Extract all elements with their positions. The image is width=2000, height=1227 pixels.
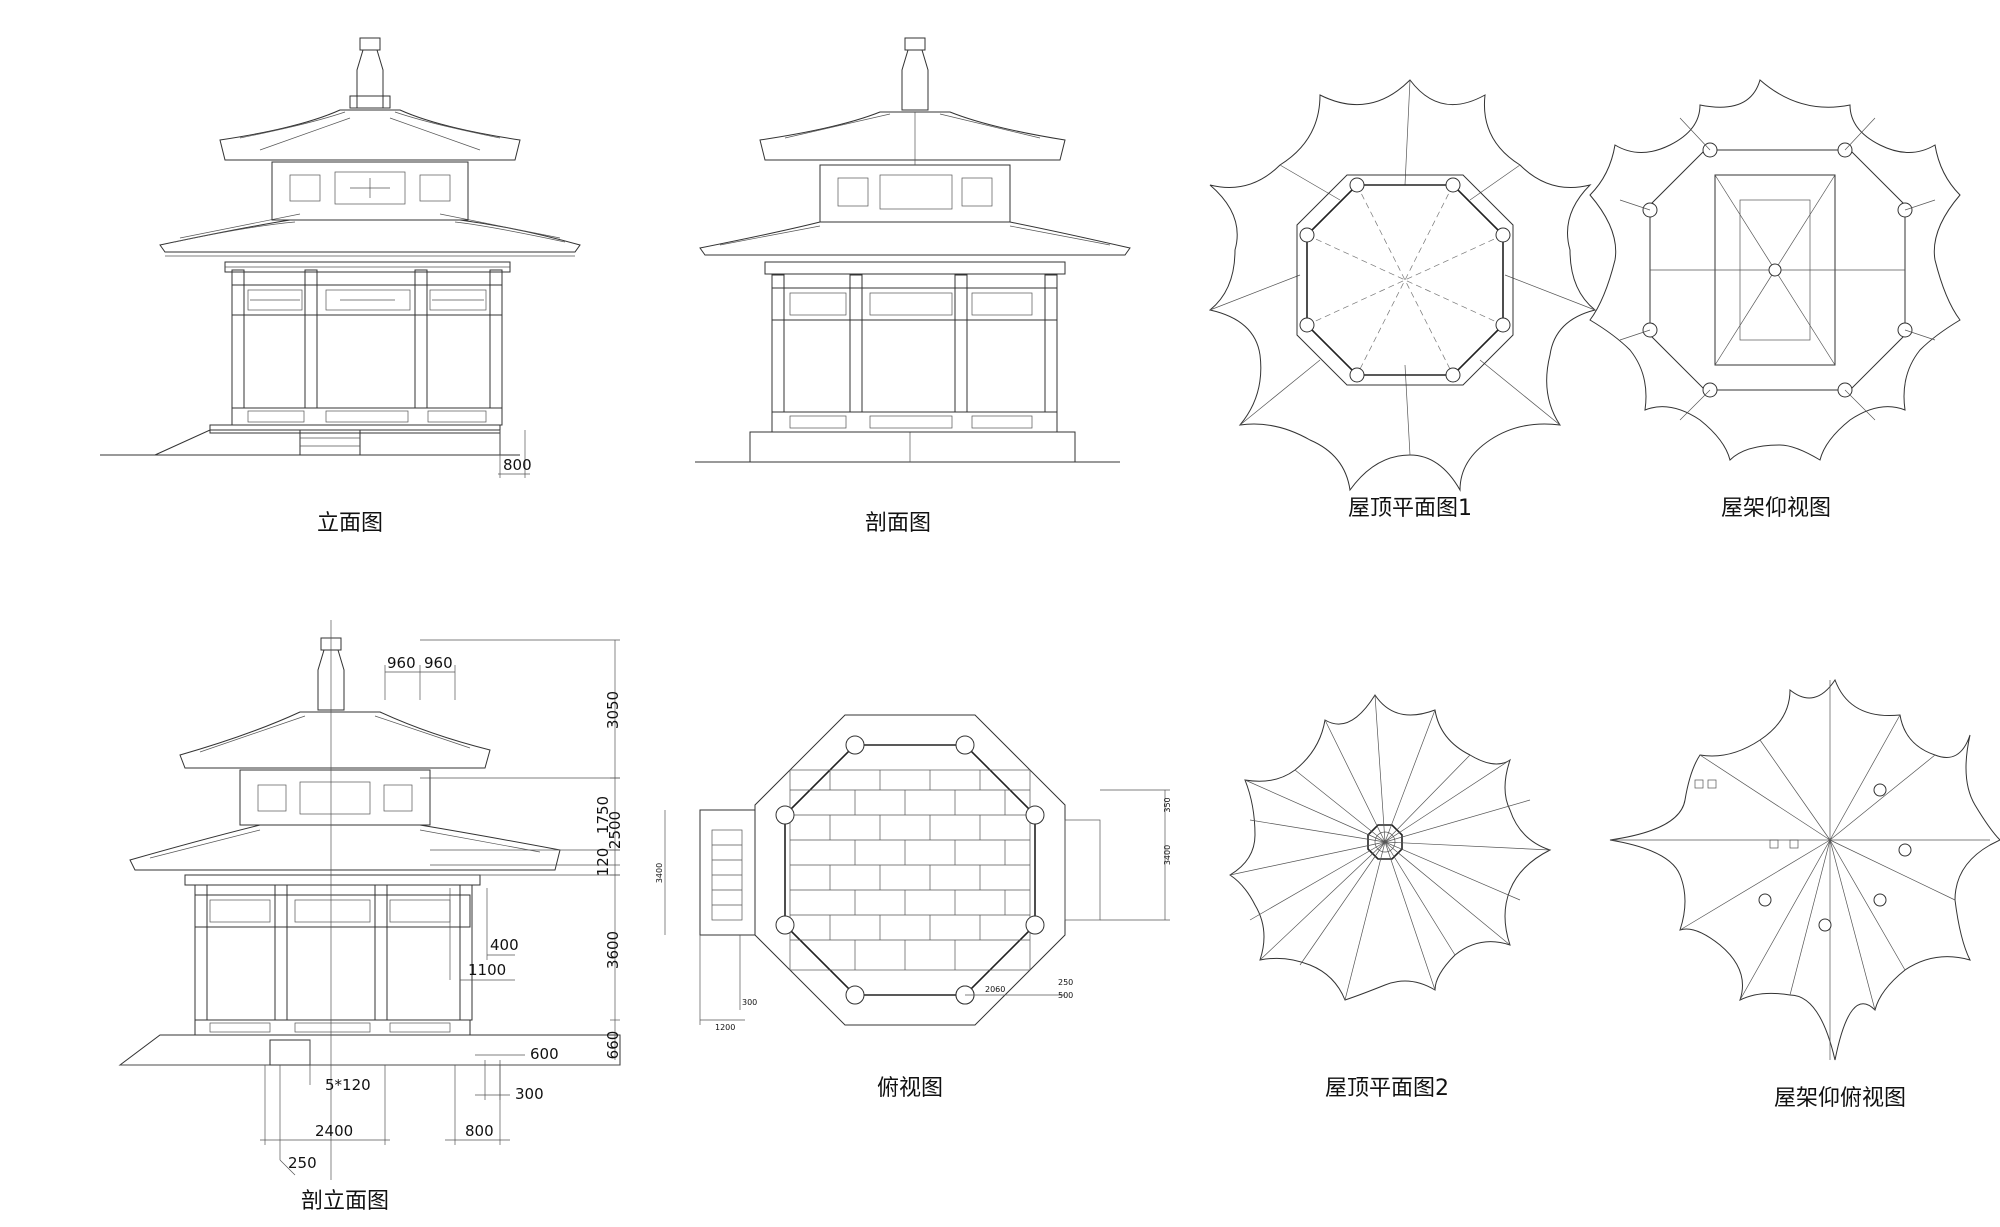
section-drawing [695, 37, 1131, 463]
tv-dim-500: 500 [1058, 991, 1073, 1000]
title-roof-plan-1: 屋顶平面图1 [1348, 496, 1472, 521]
tv-dim-3400-right: 3400 [1163, 845, 1172, 865]
tv-dim-300: 300 [742, 998, 757, 1007]
roof-plan-2-drawing [1229, 694, 1552, 1001]
title-roof-plan-2: 屋顶平面图2 [1325, 1076, 1449, 1101]
dim-3050: 3050 [604, 691, 622, 729]
dim-1100: 1100 [468, 961, 506, 979]
tv-dim-2060: 2060 [985, 985, 1005, 994]
dim-600: 600 [530, 1045, 559, 1063]
dim-960-b: 960 [424, 654, 453, 672]
dim-800: 800 [465, 1122, 494, 1140]
title-roof-frame-combined: 屋架仰俯视图 [1774, 1086, 1906, 1111]
dim-3600: 3600 [604, 931, 622, 969]
title-section-elevation: 剖立面图 [301, 1189, 389, 1214]
dim-400: 400 [490, 936, 519, 954]
dim-250: 250 [288, 1154, 317, 1172]
dim-660: 660 [604, 1031, 622, 1060]
title-section: 剖面图 [865, 511, 931, 536]
dim-2400: 2400 [315, 1122, 353, 1140]
tv-dim-3400-left: 3400 [655, 863, 664, 883]
tv-dim-350: 350 [1163, 797, 1172, 812]
elevation-drawing: 800 [100, 37, 581, 478]
dim-1750: 1750 [594, 796, 612, 834]
dim-960-a: 960 [387, 654, 416, 672]
section-elevation-drawing: 3050 1750 2500 120 3600 660 960 960 400 … [118, 620, 624, 1180]
tv-dim-1200: 1200 [715, 1023, 735, 1032]
roof-frame-bottom-drawing [1589, 79, 1961, 461]
top-view-drawing: 3400 1200 300 3400 350 2060 250 500 [655, 714, 1172, 1032]
elevation-dim-800: 800 [503, 456, 532, 474]
dim-2500: 2500 [606, 811, 624, 849]
roof-frame-combined-drawing [1609, 678, 2000, 1061]
roof-plan-1-drawing [1208, 79, 1597, 492]
dim-steps: 5*120 [325, 1076, 371, 1094]
dim-120: 120 [594, 848, 612, 877]
title-top-view: 俯视图 [877, 1076, 943, 1101]
dim-300: 300 [515, 1085, 544, 1103]
title-elevation: 立面图 [317, 511, 383, 536]
tv-dim-250: 250 [1058, 978, 1073, 987]
title-roof-frame-bottom: 屋架仰视图 [1721, 496, 1831, 521]
